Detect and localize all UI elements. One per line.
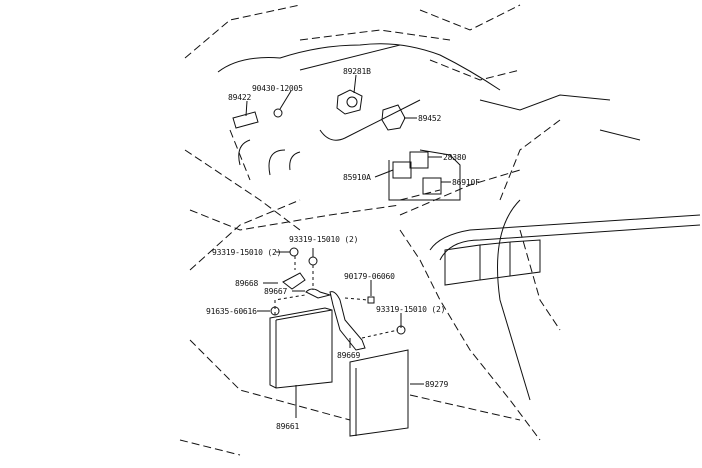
part-label-91635-60616: 91635-60616 (206, 307, 257, 316)
part-label-90179-06060: 90179-06060 (344, 272, 395, 281)
part-label-89661: 89661 (276, 422, 300, 431)
part-label-89452: 89452 (418, 114, 442, 123)
brackets-fasteners (270, 247, 406, 351)
part-label-93319-15010-left: 93319-15010 (2) (212, 248, 282, 257)
part-label-89422: 89422 (228, 93, 252, 102)
part-label-86910f: 86910F (452, 178, 480, 187)
engine-outline (217, 43, 701, 401)
leader-lines (245, 74, 451, 418)
part-label-89279: 89279 (425, 380, 449, 389)
part-label-90430-12005: 90430-12005 (252, 84, 303, 93)
part-label-93319-15010-top: 93319-15010 (2) (289, 235, 359, 244)
ecu-box-89661 (269, 307, 333, 389)
part-label-28380: 28380 (443, 153, 467, 162)
part-label-89667: 89667 (264, 287, 288, 296)
part-label-89669: 89669 (337, 351, 361, 360)
part-label-85910a: 85910A (343, 173, 371, 182)
cover-box-89279 (349, 349, 409, 437)
part-label-93319-15010-right: 93319-15010 (2) (376, 305, 446, 314)
sensors-relays (232, 89, 461, 201)
part-label-89281b: 89281B (343, 67, 371, 76)
body-outline-dashed (179, 4, 561, 456)
part-label-89668: 89668 (235, 279, 259, 288)
